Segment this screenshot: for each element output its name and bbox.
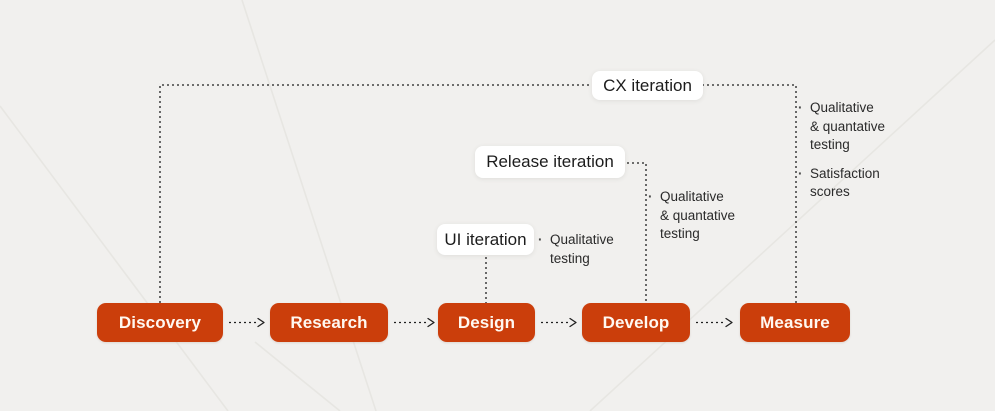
note-item: · Satisfaction scores — [798, 165, 918, 202]
stage-label: Discovery — [118, 312, 202, 332]
ui-iteration-label: UI iteration — [437, 224, 534, 255]
measure-notes: · Qualitative & quantative testing · Sat… — [798, 99, 918, 202]
loop-label-text: UI iteration — [444, 229, 527, 249]
arrowhead-icon — [569, 317, 577, 328]
arrowhead-icon — [257, 317, 265, 328]
stage-label: Measure — [760, 312, 830, 332]
note-text: Satisfaction scores — [810, 165, 880, 200]
note-text: Qualitative testing — [550, 232, 614, 266]
bullet-icon: · — [538, 232, 543, 247]
bullet-icon: · — [798, 165, 803, 181]
arrowhead-icon — [427, 317, 435, 328]
note-item: · Qualitative testing — [538, 231, 638, 268]
note-text: Qualitative & quantative testing — [660, 189, 736, 241]
release-iteration-label: Release iteration — [475, 146, 625, 178]
decor-line-2 — [0, 105, 229, 411]
cx-iteration-connector — [159, 84, 797, 303]
stage-research: Research — [270, 303, 388, 342]
stage-label: Develop — [602, 312, 670, 332]
bullet-icon: · — [648, 189, 653, 204]
stage-measure: Measure — [740, 303, 850, 342]
stage-label: Design — [457, 312, 516, 332]
decor-line-4 — [254, 341, 341, 411]
stage-label: Research — [290, 312, 368, 332]
note-item: · Qualitative & quantative testing — [648, 188, 758, 244]
arrowhead-icon — [725, 317, 733, 328]
stage-design: Design — [438, 303, 535, 342]
loop-label-text: CX iteration — [603, 75, 692, 95]
cx-iteration-label: CX iteration — [592, 71, 703, 100]
decor-line-3 — [589, 39, 995, 411]
stage-discovery: Discovery — [97, 303, 223, 342]
design-notes: · Qualitative testing — [538, 231, 638, 268]
note-item: · Qualitative & quantative testing — [798, 99, 918, 155]
bullet-icon: · — [798, 100, 803, 115]
develop-notes: · Qualitative & quantative testing — [648, 188, 758, 244]
decor-line-1 — [241, 0, 377, 411]
note-text: Qualitative & quantative testing — [810, 100, 886, 152]
stage-develop: Develop — [582, 303, 690, 342]
loop-label-text: Release iteration — [486, 152, 614, 171]
